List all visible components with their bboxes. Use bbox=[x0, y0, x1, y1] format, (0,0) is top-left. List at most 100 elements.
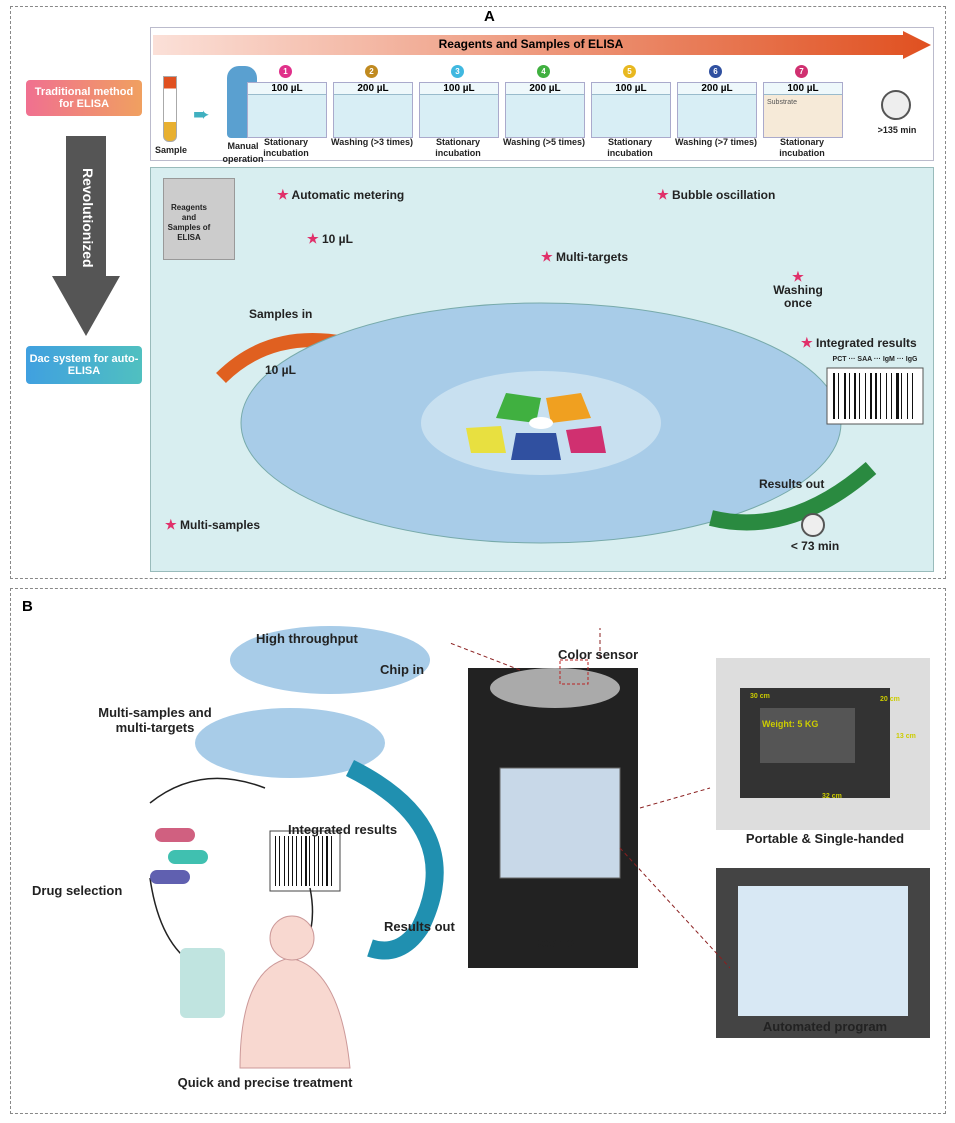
sample-label: Sample bbox=[154, 145, 187, 155]
barcode-bar bbox=[854, 373, 856, 419]
revolutionized-arrow bbox=[52, 136, 120, 336]
panel-a bbox=[10, 6, 946, 579]
revolutionized-label: Revolutionized bbox=[80, 168, 96, 268]
step-volume: 100 µL bbox=[420, 83, 498, 95]
dac-system-box: Dac system for auto-ELISA bbox=[26, 346, 142, 384]
dimension-height: 13 cm bbox=[896, 733, 916, 740]
traditional-label: Traditional method for ELISA bbox=[34, 86, 134, 110]
step-number: 4 bbox=[537, 65, 550, 78]
dimension-width: 30 cm bbox=[750, 693, 770, 700]
metering-volume: ★ 10 µL bbox=[307, 231, 353, 246]
step-label: Stationary incubation bbox=[607, 137, 653, 158]
step-label: Washing (>7 times) bbox=[675, 137, 757, 147]
step-volume: 100 µL bbox=[248, 83, 326, 95]
barcode-bar bbox=[330, 836, 332, 886]
barcode-bar bbox=[896, 373, 899, 419]
barcode-bar bbox=[833, 373, 835, 419]
barcode-bar bbox=[859, 373, 861, 419]
reagents-arrow bbox=[153, 31, 931, 59]
step-volume: 200 µL bbox=[334, 83, 412, 95]
reagent-well: 200 µL bbox=[505, 82, 585, 138]
reagent-well: 200 µL bbox=[677, 82, 757, 138]
step-label: Washing (>3 times) bbox=[331, 137, 413, 147]
step-number: 1 bbox=[279, 65, 292, 78]
barcode-bar bbox=[322, 836, 323, 886]
barcode-bar bbox=[287, 836, 289, 886]
step-number: 7 bbox=[795, 65, 808, 78]
multi-targets: ★ Multi-targets bbox=[541, 249, 628, 264]
panel-b-label: B bbox=[22, 598, 33, 615]
barcode-bar bbox=[843, 373, 847, 419]
chip-disc bbox=[216, 302, 924, 544]
manual-label: Manual operation bbox=[222, 141, 264, 164]
clock-icon bbox=[881, 90, 911, 120]
panel-a-label: A bbox=[484, 8, 495, 25]
weight-label: Weight: 5 KG bbox=[762, 719, 819, 729]
integrated-results-b: Integrated results bbox=[288, 822, 398, 837]
barcode-bar bbox=[901, 373, 903, 419]
reagent-well: 100 µL bbox=[591, 82, 671, 138]
bubble-oscillation: ★ Bubble oscillation bbox=[657, 187, 776, 202]
treatment-label: Quick and precise treatment bbox=[177, 1075, 353, 1090]
legend-label: Reagents and Samples of ELISA bbox=[167, 203, 211, 242]
dac-workflow: Reagents and Samples of ELISA ★ Automati… bbox=[150, 167, 934, 572]
step-volume: 100 µL bbox=[764, 83, 842, 95]
step-volume: 200 µL bbox=[506, 83, 584, 95]
panel-b-graphics bbox=[149, 626, 930, 1069]
reagent-well: 100 µL bbox=[247, 82, 327, 138]
barcode-bar bbox=[326, 836, 329, 886]
reagent-well: 200 µL bbox=[333, 82, 413, 138]
samples-volume: 10 µL bbox=[265, 363, 296, 377]
barcode-bar bbox=[296, 836, 298, 886]
results-out: Results out bbox=[759, 477, 825, 491]
automatic-metering: ★ Automatic metering bbox=[277, 187, 405, 202]
device-label: Device bbox=[532, 935, 574, 950]
step-label: Washing (>5 times) bbox=[503, 137, 585, 147]
color-sensor: Color sensor bbox=[558, 647, 639, 662]
washing-once: ★Washing once bbox=[773, 269, 823, 310]
drug-selection: Drug selection bbox=[32, 883, 123, 898]
barcode-bar bbox=[309, 836, 311, 886]
reagent-well: 100 µL Substrate bbox=[763, 82, 843, 138]
results-out-b: Results out bbox=[384, 919, 455, 934]
step-volume: 100 µL bbox=[592, 83, 670, 95]
step-label: Stationary incubation bbox=[779, 137, 825, 158]
barcode-bar bbox=[300, 836, 302, 886]
barcode-bar bbox=[313, 836, 315, 886]
barcode-labels: PCT ··· SAA ··· IgM ··· IgG bbox=[832, 356, 918, 363]
step-number: 6 bbox=[709, 65, 722, 78]
reagent-legend: Reagents and Samples of ELISA bbox=[163, 178, 235, 260]
dimension-depth: 20 cm bbox=[880, 696, 900, 703]
multi-samples: ★ Multi-samples bbox=[165, 517, 261, 532]
barcode-bar bbox=[875, 373, 877, 419]
barcode bbox=[833, 373, 917, 419]
barcode-bar bbox=[848, 373, 850, 419]
panel-b bbox=[10, 588, 946, 1114]
time-traditional: >135 min bbox=[877, 125, 917, 135]
high-throughput: High throughput bbox=[256, 631, 358, 646]
barcode-bar bbox=[864, 373, 866, 419]
barcode-bar bbox=[292, 836, 294, 886]
integrated-results: ★ Integrated results bbox=[801, 335, 917, 350]
barcode-bar bbox=[869, 373, 873, 419]
barcode-bar bbox=[838, 373, 840, 419]
barcode-bar bbox=[275, 836, 277, 886]
time-dac: < 73 min bbox=[790, 539, 840, 553]
reagents-title: Reagents and Samples of ELISA bbox=[438, 37, 624, 51]
step-number: 2 bbox=[365, 65, 378, 78]
multi-samples-targets: Multi-samples and multi-targets bbox=[98, 705, 212, 735]
dimension-length: 32 cm bbox=[822, 793, 842, 800]
barcode-bar bbox=[885, 373, 888, 419]
traditional-method-box: Traditional method for ELISA bbox=[26, 80, 142, 116]
arrow-right-icon: ➨ bbox=[193, 104, 210, 126]
barcode-bar bbox=[890, 373, 892, 419]
substrate-label: Substrate bbox=[767, 99, 797, 106]
dac-label: Dac system for auto-ELISA bbox=[29, 353, 139, 377]
barcode-bar bbox=[906, 373, 908, 419]
sample-tube-icon bbox=[163, 76, 177, 142]
step-number: 5 bbox=[623, 65, 636, 78]
samples-in: Samples in bbox=[249, 307, 313, 321]
chip-in: Chip in bbox=[380, 662, 425, 677]
traditional-workflow: Reagents and Samples of ELISA Sample ➨ M… bbox=[150, 27, 934, 164]
step-volume: 200 µL bbox=[678, 83, 756, 95]
